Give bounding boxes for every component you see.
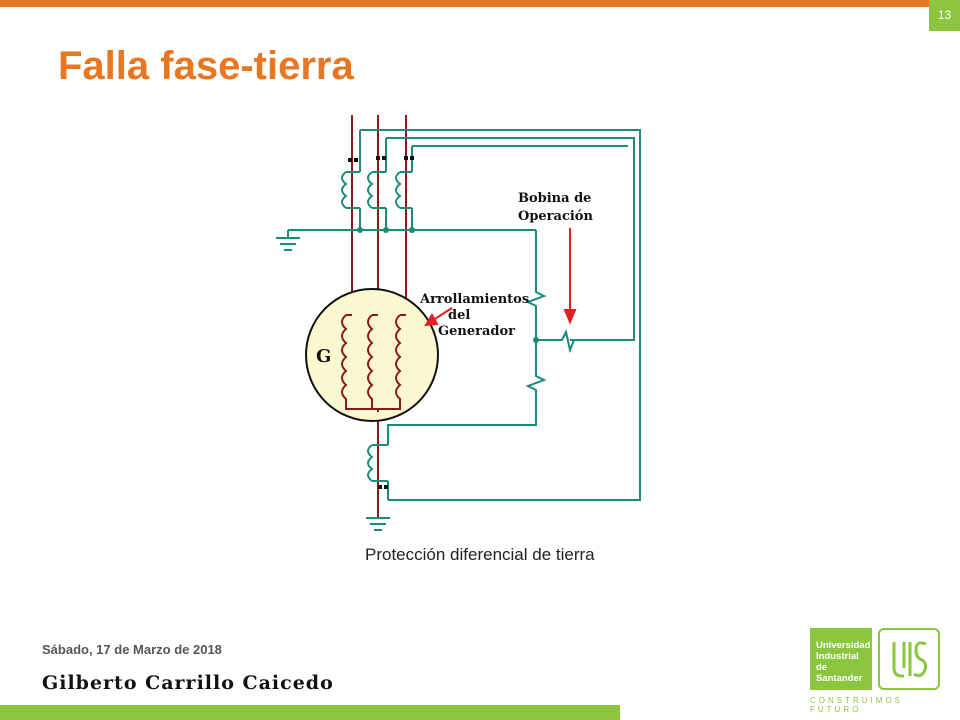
generator-winding-a	[341, 314, 378, 410]
logo-line-2: Industrial de	[816, 651, 859, 673]
ground-symbol-neutral	[366, 517, 390, 531]
presentation-date: Sábado, 17 de Marzo de 2018	[42, 642, 222, 657]
ct-coil-c	[395, 171, 402, 209]
top-accent-bar	[0, 0, 960, 7]
slide-title: Falla fase-tierra	[58, 44, 354, 88]
generator-circle	[305, 288, 439, 422]
ground-fault-protection-diagram: G Bobina de Operación Arrollamientos del…	[276, 115, 641, 531]
windings-label-line1: Arrollamientos	[419, 292, 529, 307]
coil-label-line1: Bobina de	[518, 191, 591, 206]
logo-line-3: Santander	[816, 673, 863, 684]
windings-label-line2: del	[448, 308, 470, 323]
generator-winding-c	[378, 314, 402, 410]
university-logo: Universidad Industrial de Santander CONS…	[808, 626, 948, 716]
ground-symbol-ct	[276, 237, 300, 251]
restraint-branch-lower	[387, 340, 547, 440]
logo-text-box: Universidad Industrial de Santander	[810, 628, 872, 690]
logo-emblem-icon	[878, 628, 940, 690]
logo-line-1: Universidad	[816, 640, 871, 651]
author-name: Gilberto Carrillo Caicedo	[42, 672, 334, 694]
coil-label-line2: Operación	[518, 209, 593, 224]
neutral-ct-coil	[367, 444, 374, 482]
generator-label: G	[316, 346, 331, 367]
ct-coil-b	[367, 171, 374, 209]
restraint-branch	[525, 230, 547, 340]
operating-coil	[536, 329, 634, 354]
windings-label-line3: Generador	[438, 324, 515, 339]
bottom-accent-bar	[0, 705, 620, 720]
ct-return-wire-2	[386, 137, 635, 341]
ct-coil-a	[341, 171, 348, 209]
page-number: 13	[929, 0, 960, 31]
diagram-caption: Protección diferencial de tierra	[365, 545, 595, 564]
generator-winding-b	[367, 314, 374, 409]
ct-return-wire-1	[360, 129, 641, 501]
logo-slogan: CONSTRUIMOS FUTURO	[810, 696, 903, 714]
